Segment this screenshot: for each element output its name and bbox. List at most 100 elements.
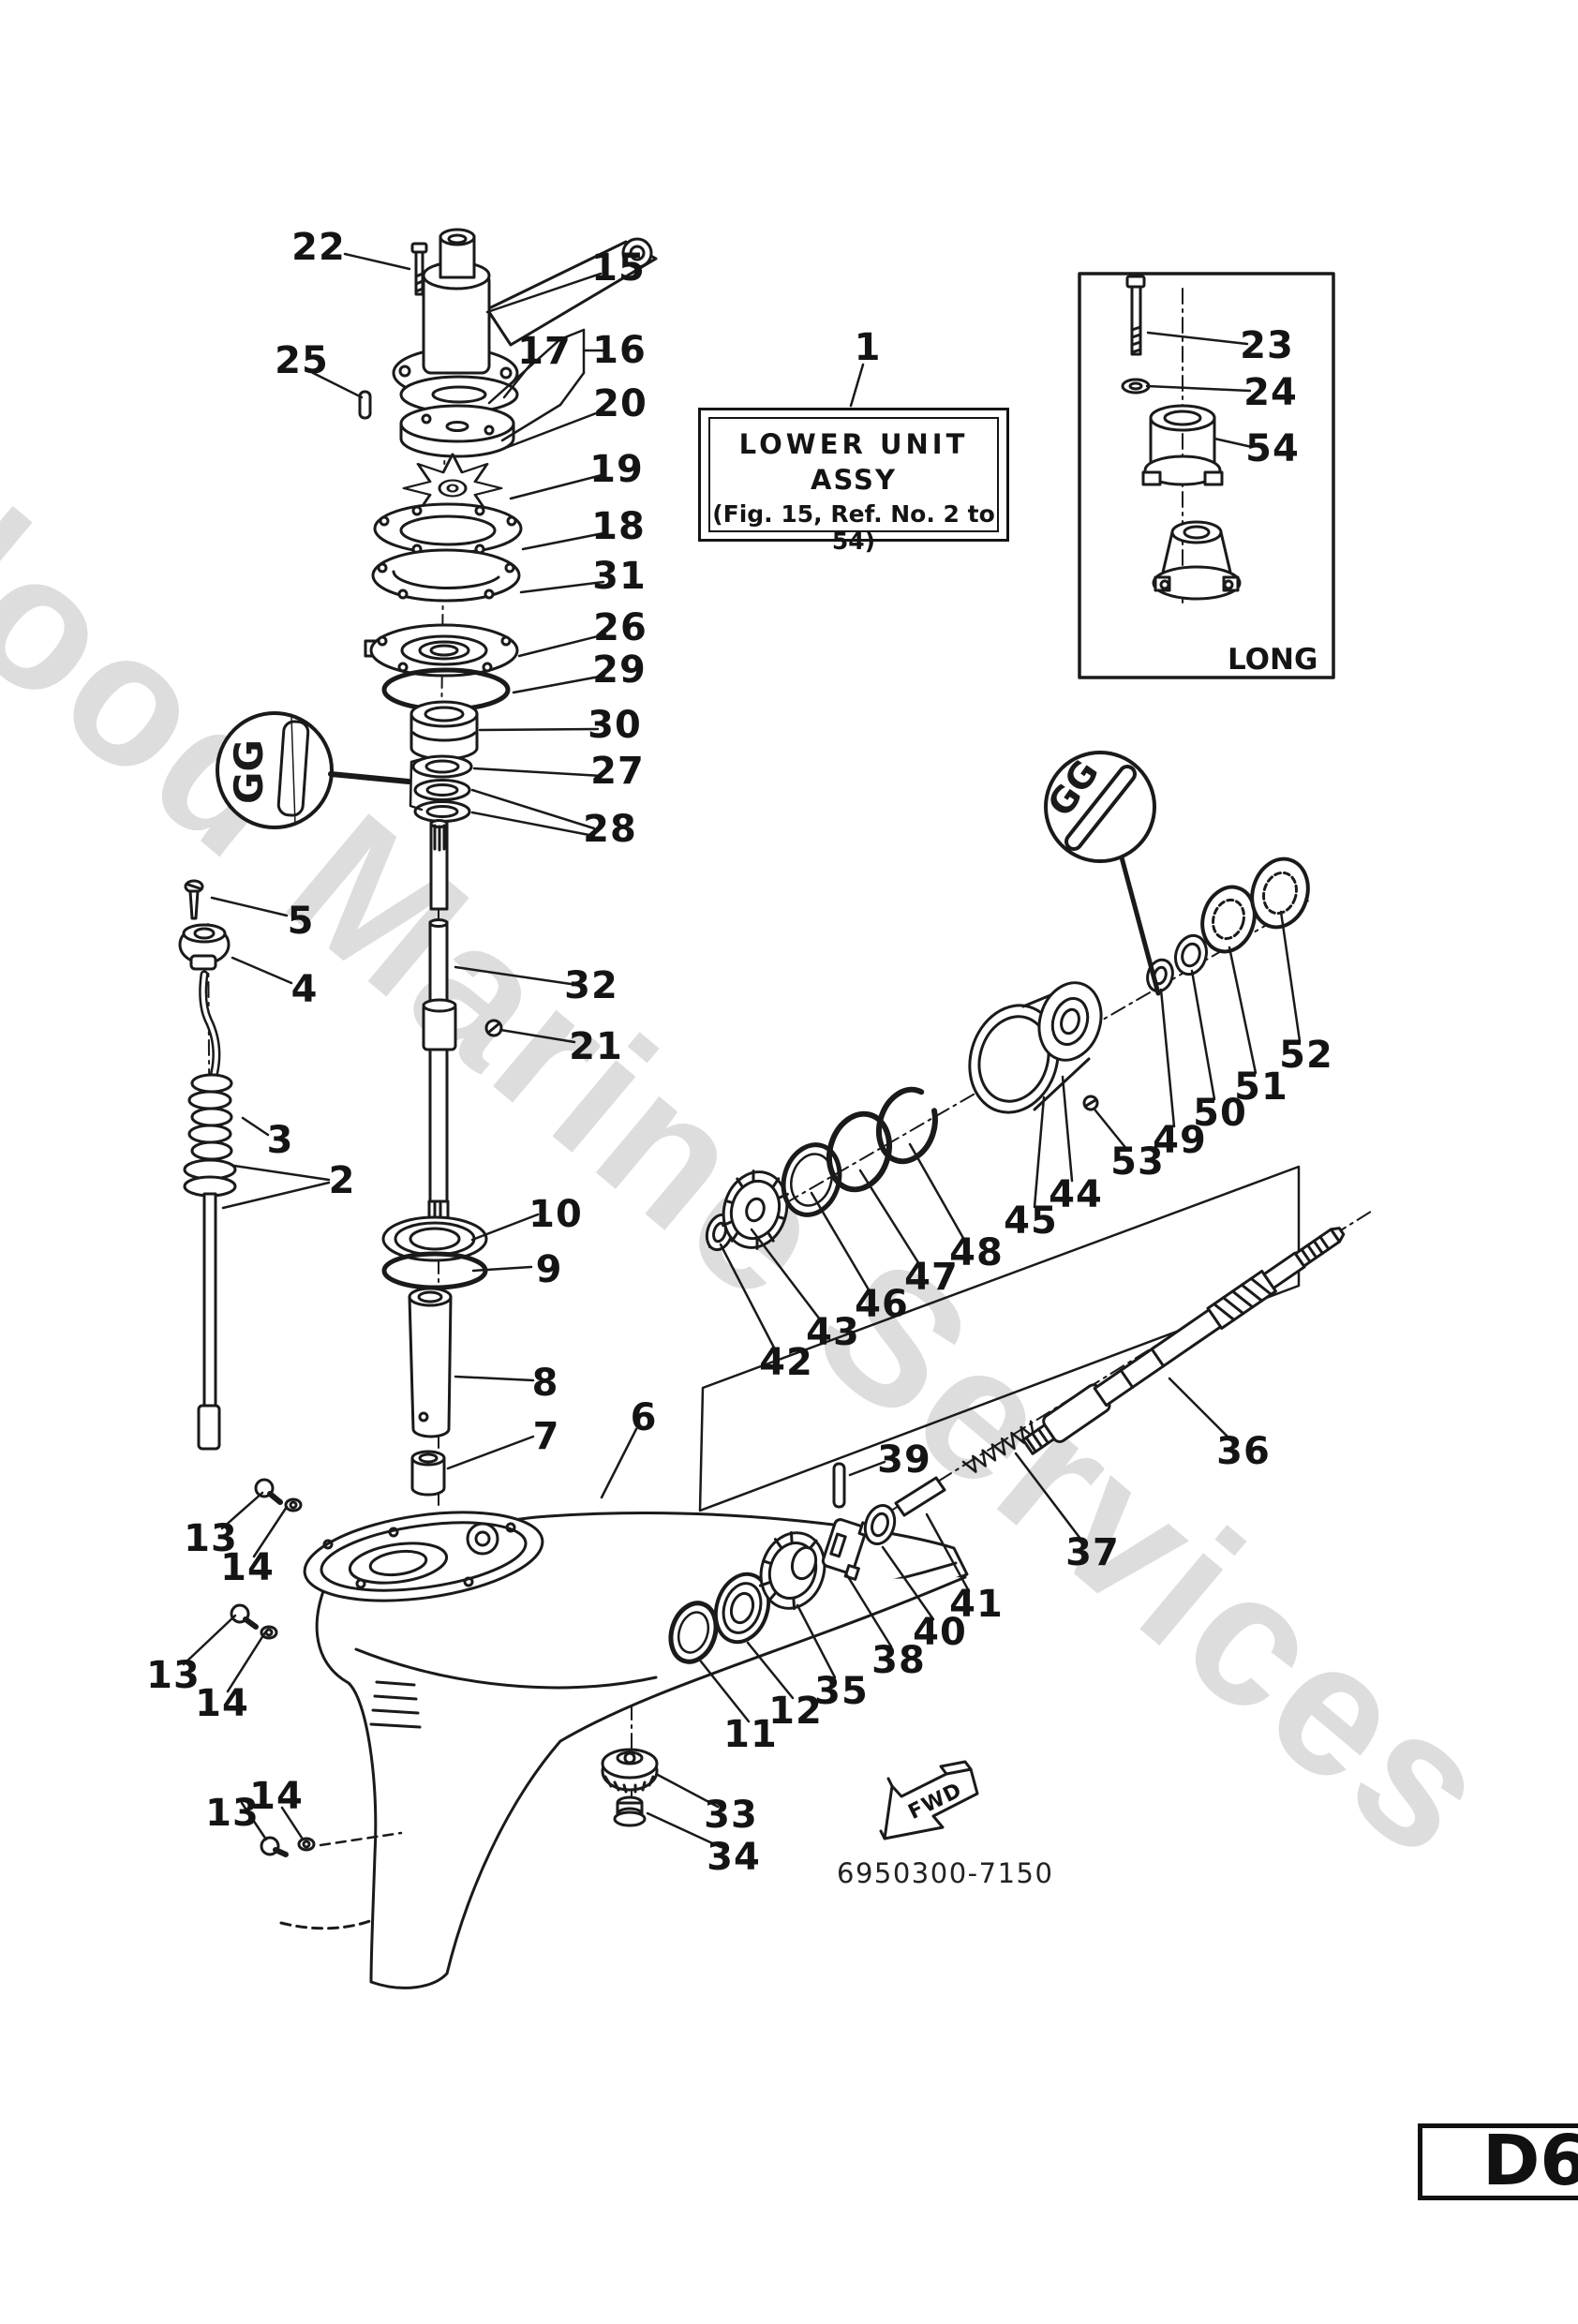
bearing-12-drawing [713,1572,771,1645]
title-line-1: LOWER UNIT [738,428,969,460]
part-callout-1: 1 [854,326,882,369]
clutch-dog-38-drawing [821,1518,874,1581]
plate-31-drawing [371,548,521,603]
part-callout-15: 15 [591,246,646,290]
title-box: LOWER UNIT ASSY (Fig. 15, Ref. No. 2 to … [698,408,1009,555]
bolt-13-washer-14-set-b [230,1603,278,1640]
pump-base-drawing [1152,520,1242,601]
long-inset-box [1078,272,1335,679]
part-callout-52: 52 [1279,1034,1333,1077]
sleeve-8-drawing [408,1287,453,1438]
part-callout-8: 8 [531,1362,559,1405]
part-callout-43: 43 [806,1311,860,1354]
part-callout-46: 46 [855,1283,909,1326]
part-callout-29: 29 [592,648,647,692]
part-callout-47: 47 [904,1256,959,1299]
long-inset-label: LONG [1228,643,1318,677]
part-callout-11: 11 [723,1713,778,1756]
part-callout-35: 35 [814,1670,869,1713]
seal-cup-30-drawing [409,700,479,761]
part-callout-28: 28 [583,808,637,851]
title-line-2: ASSY [811,464,897,496]
part-callout-44: 44 [1049,1173,1103,1216]
spline-washer-51-drawing [1200,885,1257,954]
part-callout-33: 33 [704,1794,758,1837]
part-callout-5: 5 [287,900,315,943]
bolt-13-washer-14-set-c [260,1836,316,1857]
part-callout-12: 12 [768,1690,823,1733]
part-callout-51: 51 [1234,1065,1288,1109]
pin-25-drawing [358,390,372,420]
part-callout-21: 21 [569,1025,623,1068]
gear-case-6-drawing [279,1511,969,1989]
part-callout-4: 4 [290,968,319,1011]
bearing-50-drawing [1174,933,1208,976]
part-callout-20: 20 [593,382,648,425]
fwd-arrow [879,1760,979,1840]
housing-54-drawing [1141,404,1224,486]
shim-46-drawing [781,1142,842,1217]
part-callout-25: 25 [275,339,329,382]
magnifier-inset-right [1044,751,1156,863]
part-callout-3: 3 [266,1119,294,1162]
title-box-inner: LOWER UNIT ASSY (Fig. 15, Ref. No. 2 to … [708,417,999,555]
bearing-carrier-44-45-drawing [968,981,1103,1114]
spring-37-drawing [961,1420,1035,1473]
part-callout-23: 23 [1240,324,1294,367]
part-callout-34: 34 [707,1836,761,1879]
leader-lines [182,252,1302,1849]
part-callout-9: 9 [535,1248,563,1291]
part-callout-39: 39 [877,1438,931,1482]
part-callout-40: 40 [913,1611,967,1654]
gasket-18-drawing [373,502,523,555]
screw-5-drawing [184,879,204,920]
part-callout-14: 14 [220,1546,275,1589]
part-callout-31: 31 [592,555,647,598]
magnifier-stamp-left: GG [226,739,272,804]
washer-40-drawing [863,1503,897,1546]
part-callout-24: 24 [1243,371,1298,414]
part-callout-13: 13 [146,1654,201,1697]
washer-24-drawing [1121,378,1151,395]
oil-seals-28-drawing [413,779,471,823]
prop-shaft-36-drawing [1021,1227,1346,1455]
retaining-ring-48-drawing [876,1086,938,1165]
part-callout-42: 42 [759,1341,813,1384]
spline-washer-52-drawing [1250,857,1310,930]
bolt-13-washer-14-set-a [254,1478,303,1512]
part-callout-19: 19 [589,448,644,491]
shift-rod-2-3-drawing [183,970,237,1451]
seal-11-drawing [668,1601,719,1664]
o-ring-47-drawing [826,1110,892,1193]
part-callout-16: 16 [592,329,647,372]
part-callout-30: 30 [588,704,642,747]
title-line-3: (Fig. 15, Ref. No. 2 to 54) [712,500,995,555]
magnifier-inset-left [216,711,334,829]
part-callout-7: 7 [532,1415,560,1458]
part-callout-54: 54 [1245,427,1300,470]
part-callout-37: 37 [1065,1531,1120,1574]
group-outline [698,1165,1301,1512]
part-callout-49: 49 [1153,1119,1207,1162]
part-callout-27: 27 [590,750,645,793]
part-callout-14: 14 [249,1775,304,1818]
pin-39-drawing [832,1462,846,1509]
pin-41-drawing [894,1476,946,1517]
part-callout-2: 2 [328,1159,356,1202]
bearing-housing-26-drawing [364,623,519,678]
screw-53-drawing [1082,1095,1099,1111]
nut-34-drawing [613,1795,647,1827]
bolt-23-drawing [1125,275,1146,356]
pinion-gear-35-drawing [758,1531,826,1610]
part-callout-10: 10 [528,1193,583,1236]
part-callout-14: 14 [195,1682,249,1725]
bushing-7-drawing [410,1450,446,1497]
drive-shaft-32-drawing [422,819,457,1250]
page-code: D6 [1482,2121,1578,2201]
part-callout-45: 45 [1004,1199,1058,1243]
part-callout-50: 50 [1193,1092,1247,1135]
part-callout-48: 48 [949,1231,1004,1274]
shift-cam-4-drawing [178,923,231,971]
